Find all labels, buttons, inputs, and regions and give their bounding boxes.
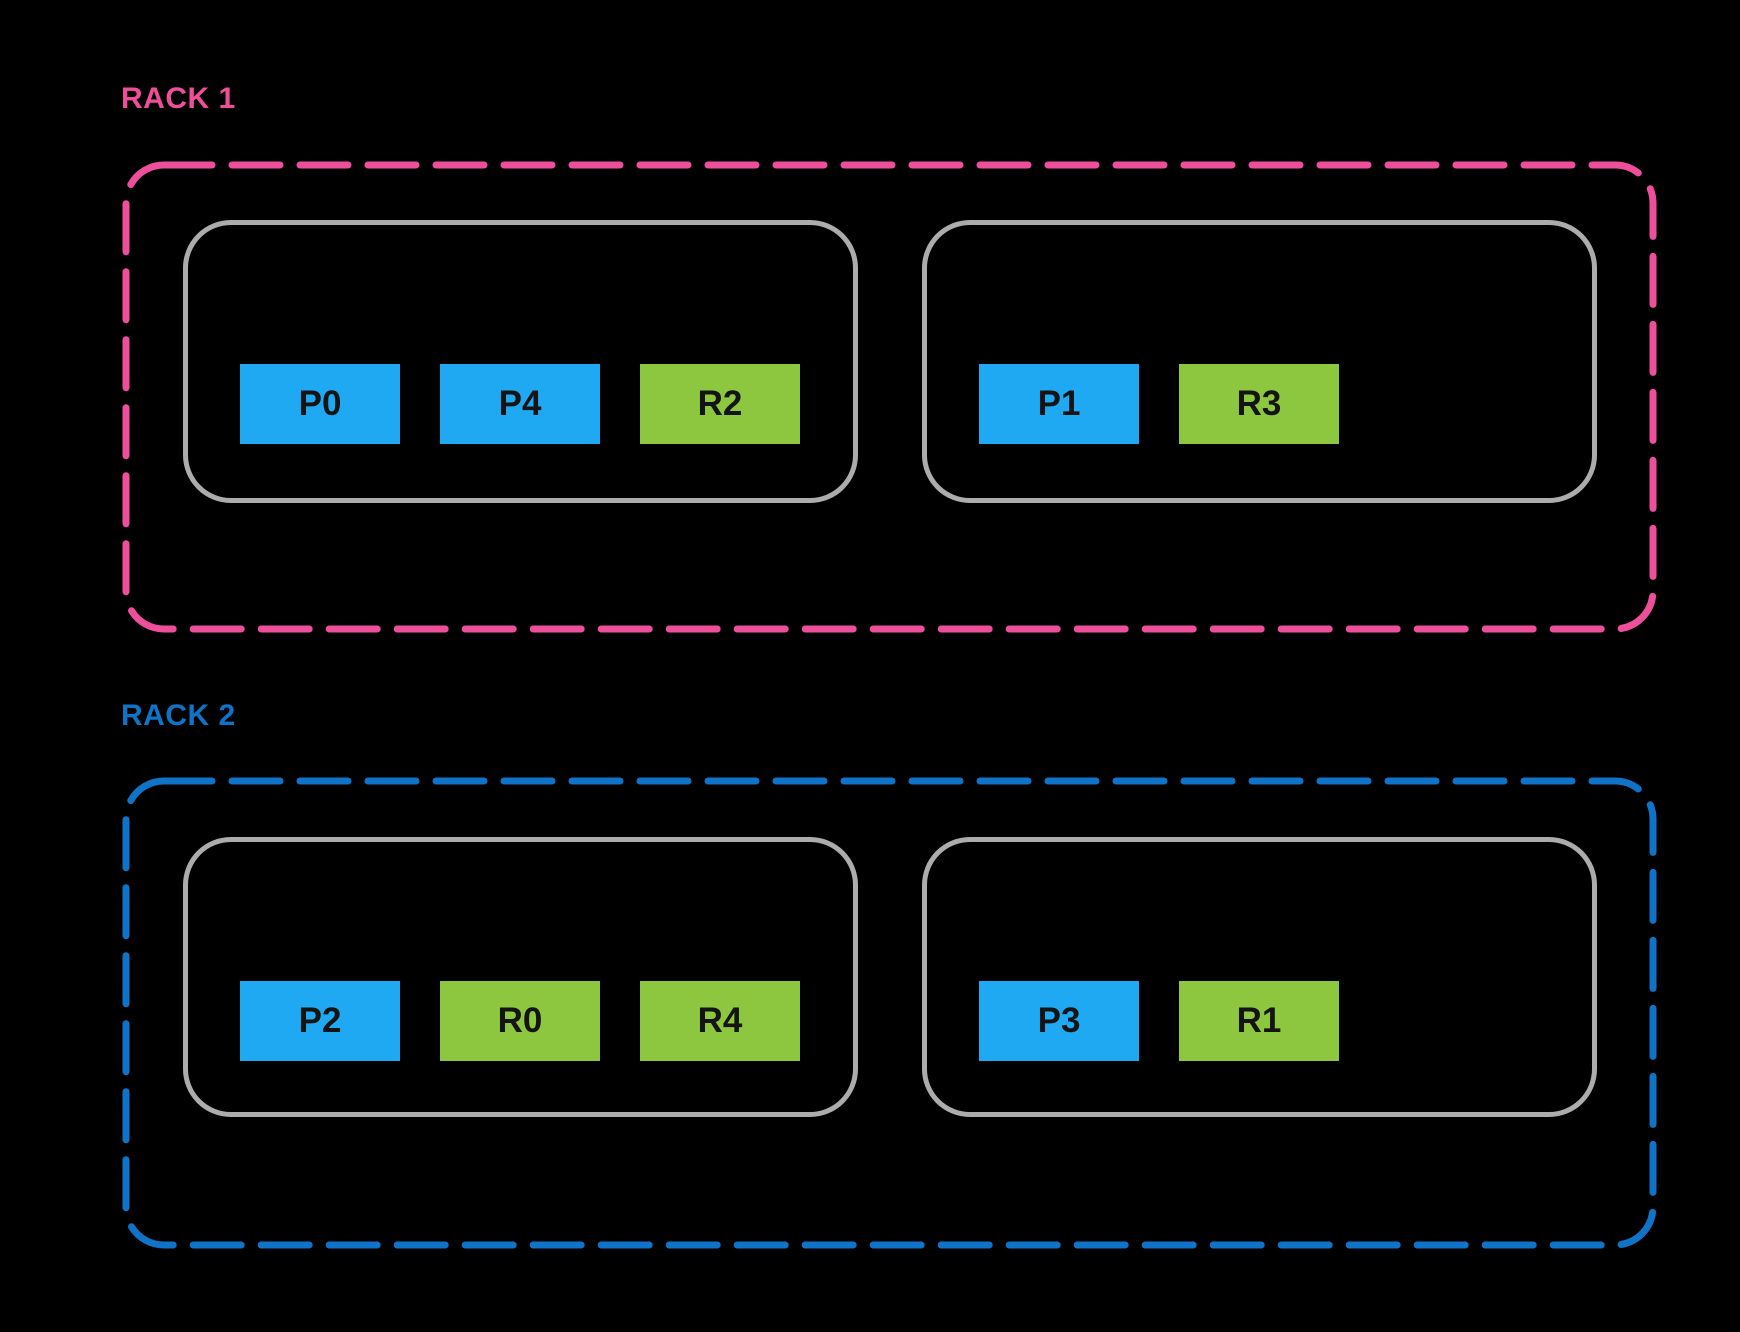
rack-2-label: RACK 2 xyxy=(121,699,236,732)
replica-shard-chip: R1 xyxy=(1179,981,1339,1061)
shard-label: R4 xyxy=(697,1001,743,1040)
shard-label: P4 xyxy=(498,384,542,423)
rack-1-node-2: P1 R3 xyxy=(922,220,1597,503)
shard-label: R3 xyxy=(1236,384,1282,423)
shard-label: P2 xyxy=(298,1001,342,1040)
replica-shard-chip: R4 xyxy=(640,981,800,1061)
rack-1-dashed-border xyxy=(122,161,1657,633)
replica-shard-chip: R3 xyxy=(1179,364,1339,444)
shard-label: P0 xyxy=(298,384,342,423)
primary-shard-chip: P1 xyxy=(979,364,1139,444)
rack-2-node-1: P2 R0 R4 xyxy=(183,837,858,1117)
primary-shard-chip: P4 xyxy=(440,364,600,444)
rack-2-dashed-border xyxy=(122,777,1657,1249)
shard-label: P1 xyxy=(1037,384,1081,423)
shard-label: R0 xyxy=(497,1001,543,1040)
rack-1-node-1: P0 P4 R2 xyxy=(183,220,858,503)
primary-shard-chip: P0 xyxy=(240,364,400,444)
shard-label: R1 xyxy=(1236,1001,1282,1040)
primary-shard-chip: P3 xyxy=(979,981,1139,1061)
shard-label: P3 xyxy=(1037,1001,1081,1040)
replica-shard-chip: R2 xyxy=(640,364,800,444)
rack-1-label: RACK 1 xyxy=(121,82,236,115)
shard-label: R2 xyxy=(697,384,743,423)
rack-2-boundary: P2 R0 R4 P3 R1 xyxy=(122,777,1657,1249)
rack-2-node-2: P3 R1 xyxy=(922,837,1597,1117)
rack-1-boundary: P0 P4 R2 P1 R3 xyxy=(122,161,1657,633)
replica-shard-chip: R0 xyxy=(440,981,600,1061)
primary-shard-chip: P2 xyxy=(240,981,400,1061)
